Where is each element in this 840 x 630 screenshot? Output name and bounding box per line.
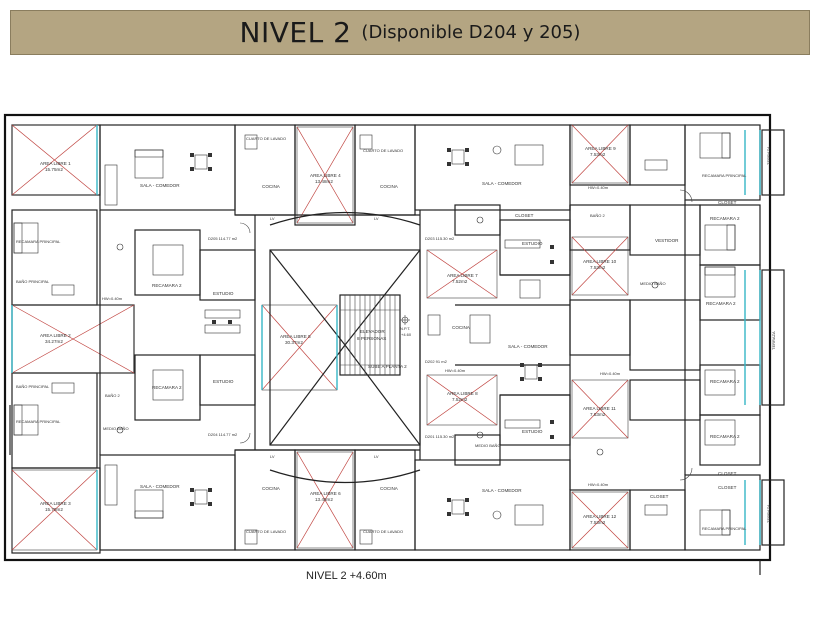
room-label: SALA - COMEDOR bbox=[140, 484, 180, 489]
unit-area: D203 115.30 m2 bbox=[425, 236, 455, 241]
room-label: CUARTO DE LAVADO bbox=[246, 136, 286, 141]
vertical-core bbox=[269, 211, 421, 484]
room-label: RECAMARA 2 bbox=[710, 216, 740, 221]
unit-area: D205 114.77 m2 bbox=[208, 236, 238, 241]
room-label: COCINA bbox=[380, 184, 399, 189]
interior-lines bbox=[99, 189, 693, 490]
room-label: RECAMARA PRINCIPAL bbox=[702, 173, 747, 178]
room-label: AREA LIBRE 10 bbox=[583, 259, 617, 264]
room-label: AREA LIBRE 7 bbox=[447, 273, 478, 278]
room-label: RECAMARA 2 bbox=[152, 283, 182, 288]
room-label: RECAMARA PRINCIPAL bbox=[16, 239, 61, 244]
floor-plan: .wall { fill:none; stroke:#222; stroke-w… bbox=[3, 113, 785, 575]
building-outline bbox=[3, 113, 772, 575]
room-label: ESTUDIO bbox=[213, 379, 234, 384]
room-label: COCINA bbox=[262, 486, 281, 491]
room-area: 7.53m2 bbox=[590, 265, 606, 270]
room-label: BAÑO 2 bbox=[105, 393, 120, 398]
room-area: 7.53m2 bbox=[590, 520, 606, 525]
room-area: 13.48m2 bbox=[315, 497, 333, 502]
room-label: BAÑO 2 bbox=[590, 213, 605, 218]
room-area: 7.52m2 bbox=[452, 279, 468, 284]
room-label: MEDIO BAÑO bbox=[475, 443, 501, 448]
room-area: 7.53m2 bbox=[590, 152, 606, 157]
room-label: SALA - COMEDOR bbox=[140, 183, 180, 188]
room-label: TERRAZA bbox=[766, 146, 771, 165]
room-label: MEDIO BAÑO bbox=[640, 281, 666, 286]
room-label: SALA - COMEDOR bbox=[508, 344, 548, 349]
unit-area: D201 115.30 m2 bbox=[425, 434, 455, 439]
level-mark: N.P.T. bbox=[400, 326, 410, 331]
room-label: AREA LIBRE 9 bbox=[585, 146, 616, 151]
room-label: HW=0.40m bbox=[588, 185, 609, 190]
room-label: RECAMARA PRINCIPAL bbox=[16, 419, 61, 424]
room-label: LV bbox=[270, 454, 275, 459]
room-label: BAÑO PRINCIPAL bbox=[16, 279, 50, 284]
room-label: TERRAZA bbox=[771, 331, 776, 350]
room-label: CLOSET bbox=[718, 471, 737, 476]
room-label: TERRAZA bbox=[766, 504, 771, 523]
room-label: RECAMARA 2 bbox=[710, 434, 740, 439]
furniture bbox=[13, 132, 736, 545]
room-label: RECAMARA PRINCIPAL bbox=[702, 526, 747, 531]
stairs-label: SUBE A PLANTA 2 bbox=[368, 364, 407, 369]
level-banner: NIVEL 2 (Disponible D204 y 205) bbox=[10, 10, 810, 55]
room-labels: AREA LIBRE 1 15.75m2 AREA LIBRE 2 34.27m… bbox=[16, 136, 776, 534]
room-label: ESTUDIO bbox=[213, 291, 234, 296]
room-label: CLOSET bbox=[650, 494, 669, 499]
room-label: CUARTO DE LAVADO bbox=[363, 529, 403, 534]
room-label: SALA - COMEDOR bbox=[482, 181, 522, 186]
open-areas bbox=[11, 124, 629, 551]
room-label: AREA LIBRE 1 bbox=[40, 161, 71, 166]
room-label: LV bbox=[374, 216, 379, 221]
level-value: +4.60 bbox=[401, 332, 412, 337]
room-label: CUARTO DE LAVADO bbox=[246, 529, 286, 534]
room-label: AREA LIBRE 2 bbox=[40, 333, 71, 338]
unit-area: D202 91 m2 bbox=[425, 359, 448, 364]
room-label: MEDIO BAÑO bbox=[103, 426, 129, 431]
level-title: NIVEL 2 bbox=[239, 16, 352, 49]
level-subtitle: (Disponible D204 y 205) bbox=[361, 22, 581, 43]
level-elevation-caption: NIVEL 2 +4.60m bbox=[306, 570, 387, 582]
elevator-label: ELEVADOR bbox=[360, 329, 385, 334]
room-area: 7.53m2 bbox=[590, 412, 606, 417]
room-label: COCINA bbox=[380, 486, 399, 491]
room-label: ESTUDIO bbox=[522, 429, 543, 434]
room-label: LV bbox=[374, 454, 379, 459]
room-label: RECAMARA 2 bbox=[152, 385, 182, 390]
room-label: RECAMARA 2 bbox=[706, 301, 736, 306]
room-label: HW=0.40m bbox=[445, 368, 466, 373]
room-label: VESTIDOR bbox=[655, 238, 679, 243]
room-label: CLOSET bbox=[718, 200, 737, 205]
room-label: CUARTO DE LAVADO bbox=[363, 148, 403, 153]
room-area: 7.52m2 bbox=[452, 397, 468, 402]
room-label: RECAMARA 2 bbox=[710, 379, 740, 384]
room-label: COCINA bbox=[452, 325, 471, 330]
room-area: 34.27m2 bbox=[45, 339, 63, 344]
terraces bbox=[11, 125, 785, 550]
room-label: AREA LIBRE 5 bbox=[280, 334, 311, 339]
room-label: AREA LIBRE 6 bbox=[310, 491, 341, 496]
room-label: ESTUDIO bbox=[522, 241, 543, 246]
room-label: AREA LIBRE 3 bbox=[40, 501, 71, 506]
room-label: SALA - COMEDOR bbox=[482, 488, 522, 493]
room-label: AREA LIBRE 11 bbox=[583, 406, 616, 411]
room-area: 15.75m2 bbox=[45, 167, 63, 172]
room-area: 13.48m2 bbox=[315, 179, 333, 184]
room-label: HW=0.40m bbox=[600, 371, 621, 376]
room-label: CLOSET bbox=[718, 485, 737, 490]
room-label: BAÑO PRINCIPAL bbox=[16, 384, 50, 389]
room-area: 30.37m2 bbox=[285, 340, 303, 345]
elevator-capacity: 8 PERSONAS bbox=[357, 336, 386, 341]
room-label: HW=0.40m bbox=[588, 482, 609, 487]
unit-area: D204 114.77 m2 bbox=[208, 432, 238, 437]
room-label: AREA LIBRE 4 bbox=[310, 173, 341, 178]
room-area: 15.75m2 bbox=[45, 507, 63, 512]
room-label: AREA LIBRE 8 bbox=[447, 391, 478, 396]
room-label: CLOSET bbox=[515, 213, 534, 218]
room-label: LV bbox=[270, 216, 275, 221]
room-label: HW=0.40m bbox=[102, 296, 123, 301]
room-label: AREA LIBRE 12 bbox=[583, 514, 617, 519]
room-label: COCINA bbox=[262, 184, 281, 189]
